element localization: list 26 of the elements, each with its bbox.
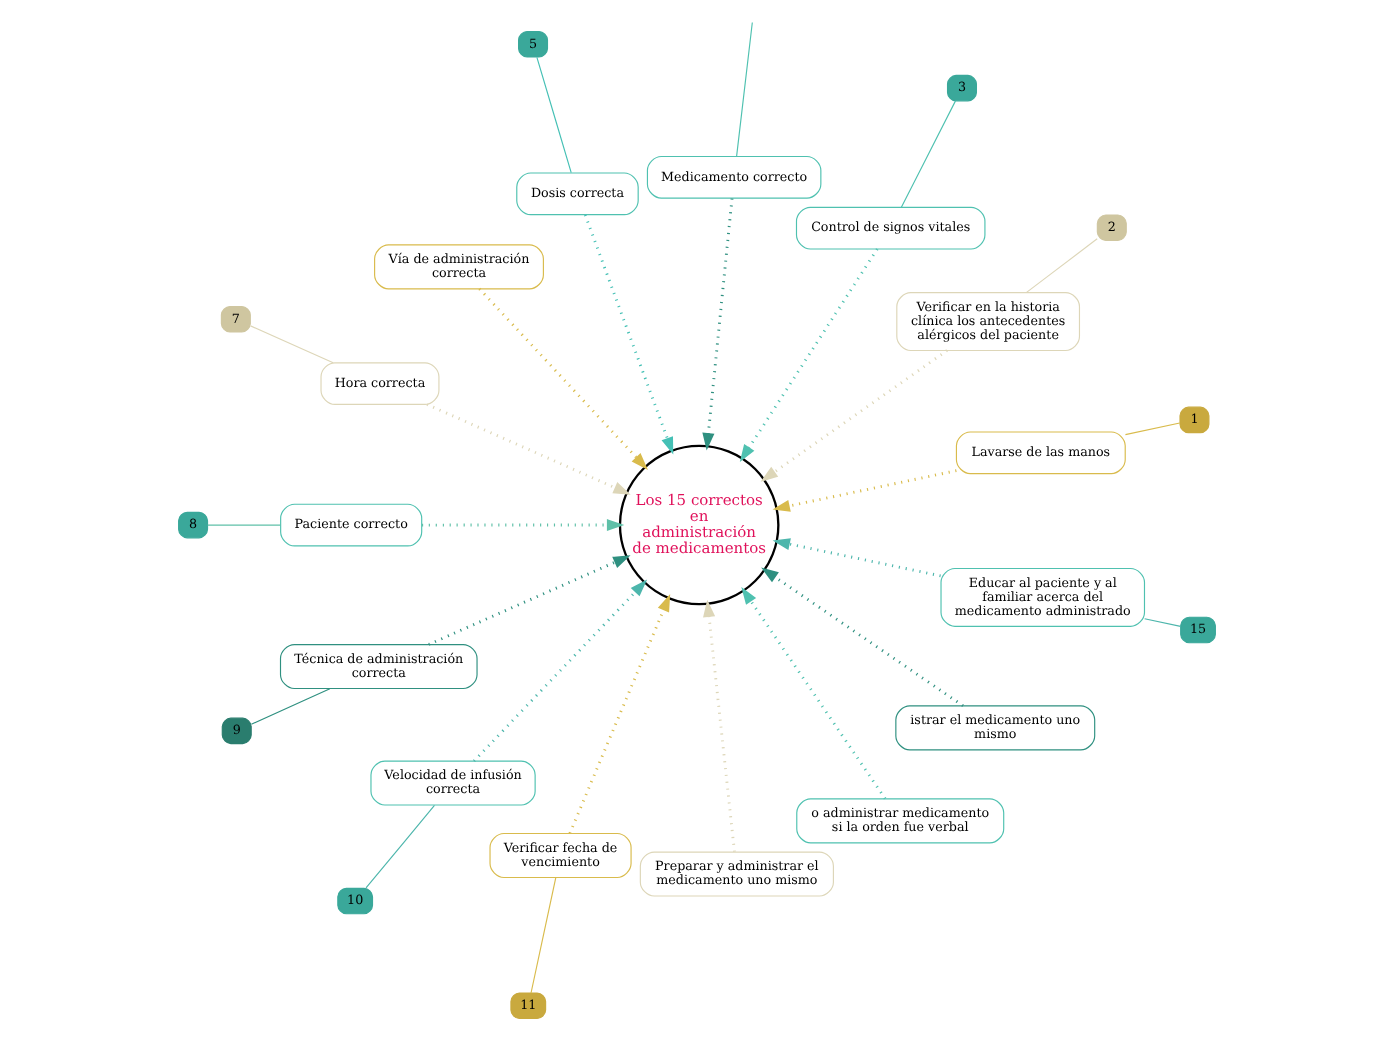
arrow	[702, 599, 735, 852]
arrow	[759, 349, 947, 482]
arrow	[740, 587, 886, 800]
arrow	[427, 555, 630, 646]
connector	[249, 688, 330, 725]
arrow	[567, 594, 670, 834]
arrow	[582, 214, 673, 455]
arrow	[421, 518, 624, 532]
connector	[364, 804, 435, 889]
connector	[206, 524, 281, 526]
arrow	[738, 248, 878, 462]
arrow	[760, 567, 963, 707]
arrow	[701, 198, 733, 451]
connector	[249, 325, 333, 364]
arrow	[477, 287, 647, 470]
connector	[529, 877, 556, 994]
arrow	[771, 469, 956, 512]
connector	[1024, 238, 1097, 294]
connector	[1123, 422, 1180, 436]
connector	[1143, 618, 1181, 627]
connector	[535, 56, 571, 174]
arrow	[472, 579, 647, 763]
connector	[899, 100, 956, 208]
connector	[735, 21, 752, 157]
arrow	[771, 538, 940, 578]
arrow	[425, 403, 630, 495]
